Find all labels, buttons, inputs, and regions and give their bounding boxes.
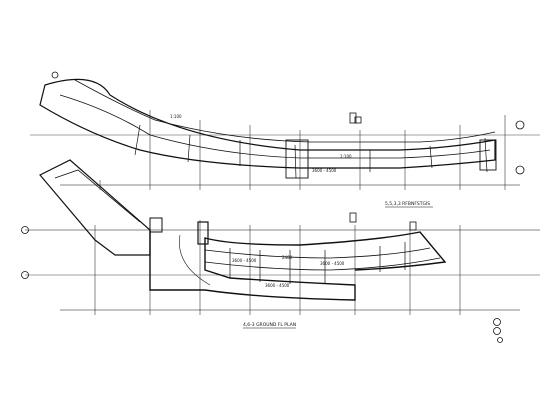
grid-bubble [51,71,59,79]
lower-partitions [229,242,406,284]
lower-riser [409,221,417,231]
lower-room-label: 3600 - 4500 [265,283,290,288]
upper-balcony-block [479,139,497,171]
lower-curved-walk [179,234,211,286]
upper-room-label: 3600 - 4500 [312,168,337,173]
upper-room-label: 1:100 [340,154,352,159]
grid-bubble [493,318,501,326]
upper-outer-wall [39,78,496,169]
grid-bubble [497,337,503,343]
grid-bubble [515,120,525,130]
upper-riser [354,116,362,124]
lower-room-label: 2400 [282,255,293,260]
lower-plan-title: 4,6-3 GROUND FL PLAN [243,322,296,328]
grid-bubble [21,271,29,279]
lower-core-block [149,217,163,233]
lower-room-label: 3600 - 4500 [232,258,257,263]
lower-angled-wing-inner [54,169,141,223]
lower-floor-plan [21,159,540,343]
grid-bubble [493,327,501,335]
grid-bubble [515,165,525,175]
upper-stair-block [285,139,309,179]
upper-partitions [134,124,488,179]
lower-core-block [197,221,209,245]
grid-bubble [21,226,29,234]
lower-outer-wall [149,230,447,301]
upper-inner-wall [74,79,496,143]
upper-plan-title: 5,5,3,3 RFBNFSTGIS [385,201,430,207]
lower-riser [349,212,357,223]
lower-room-label: 3600 - 4500 [320,261,345,266]
lower-inner-wall [204,247,431,259]
upper-floor-plan [30,71,540,190]
upper-inner-wall [59,94,491,159]
upper-riser [349,112,357,124]
upper-room-label: 1:100 [170,114,182,119]
lower-inner-wall [204,257,441,271]
